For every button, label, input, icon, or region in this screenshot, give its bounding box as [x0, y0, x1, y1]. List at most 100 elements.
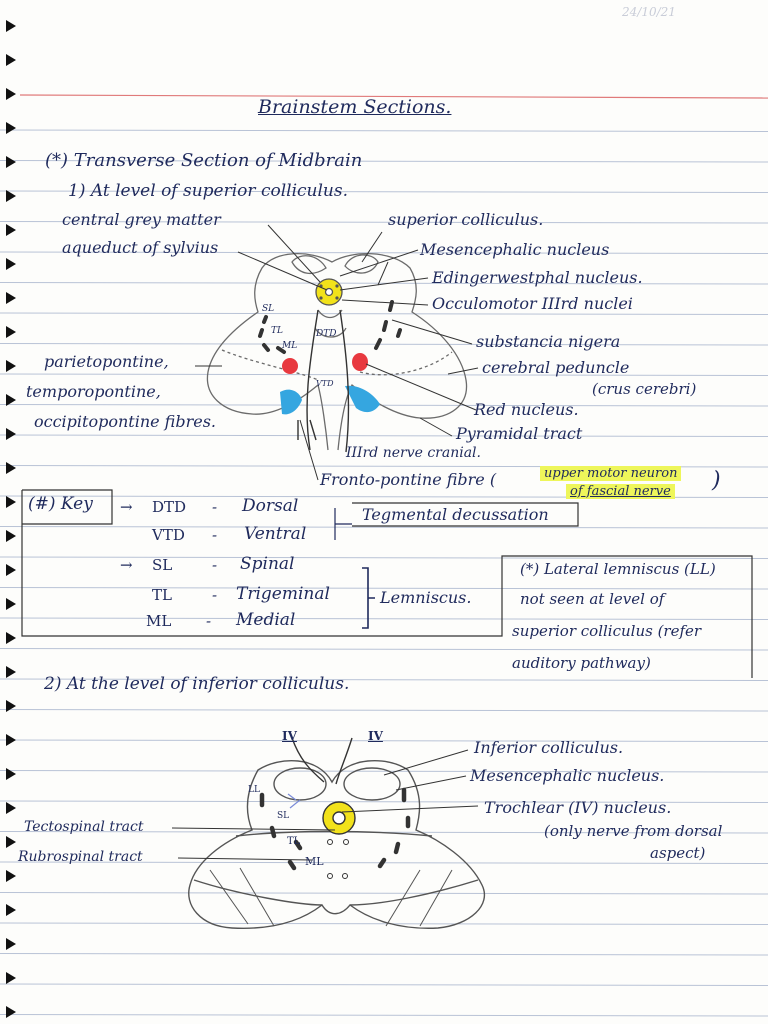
- label-iii-nerve-cranial: IIIrd nerve cranial.: [346, 445, 481, 461]
- key-row-abbr: DTD: [152, 498, 187, 516]
- key-row-abbr: SL: [152, 556, 173, 574]
- binding-hole: [6, 632, 16, 644]
- page-date: 24/10/21: [622, 5, 676, 19]
- key-row-term: Spinal: [240, 554, 295, 574]
- label-substancia-nigera: substancia nigera: [476, 332, 621, 351]
- pyramidal-tract-right: [345, 385, 380, 413]
- note-lateral-lemniscus-1: (*) Lateral lemniscus (LL): [520, 560, 716, 578]
- superior-colliculus-outline-right: [344, 254, 379, 274]
- binding-hole: [6, 462, 16, 474]
- label-red-nucleus: Red nucleus.: [474, 400, 579, 419]
- ruled-line: [0, 678, 768, 681]
- ruled-line: [0, 922, 768, 925]
- binding-hole: [6, 326, 16, 338]
- ruled-line: [0, 404, 768, 407]
- ruled-line: [0, 709, 768, 712]
- leader-lines-2: [171, 749, 479, 861]
- label-tectospinal-tract: Tectospinal tract: [24, 819, 144, 835]
- crus-segments-2: [209, 867, 453, 927]
- binding-hole: [6, 428, 16, 440]
- section-heading: (*) Transverse Section of Midbrain: [45, 150, 363, 171]
- inferior-colliculus-left: [273, 767, 327, 801]
- label-rubrospinal-tract: Rubrospinal tract: [18, 849, 143, 865]
- key-group-lemniscus: Lemniscus.: [380, 588, 472, 607]
- binding-hole: [6, 258, 16, 270]
- label-superior-colliculus: superior colliculus.: [388, 210, 544, 229]
- ruled-line: [0, 648, 768, 651]
- margin-line: [19, 94, 768, 99]
- ruled-line: [0, 282, 768, 285]
- ruled-line: [0, 343, 768, 346]
- crus-line-right: [359, 351, 453, 376]
- binding-hole: [6, 530, 16, 542]
- ruled-line: [0, 526, 768, 529]
- binding-hole: [6, 122, 16, 134]
- iii-nerve-fibres: [297, 309, 350, 453]
- ruled-line: [0, 617, 768, 620]
- key-row-dash: -: [212, 526, 218, 544]
- binding-hole: [6, 938, 16, 950]
- diagram2-inside-label-sl: SL: [277, 811, 290, 821]
- binding-hole: [6, 700, 16, 712]
- ruled-line: [0, 1014, 768, 1017]
- diagram1-inside-label-vtd: VTD: [316, 379, 334, 388]
- highlight-fascial-nerve: of fascial nerve: [566, 484, 675, 499]
- iv-nerve-right: [335, 737, 353, 785]
- label-temporopontine: temporopontine,: [26, 382, 161, 401]
- crus-outline-2: [193, 879, 479, 906]
- label-pyramidal-tract: Pyramidal tract: [456, 424, 583, 443]
- binding-hole: [6, 768, 16, 780]
- binding-hole: [6, 564, 16, 576]
- diagram2-inside-label-ll: LL: [248, 785, 260, 795]
- key-row-dash: -: [212, 498, 218, 516]
- ruled-line: [0, 434, 768, 437]
- label-occulomotor-nuclei: Occulomotor IIIrd nuclei: [432, 294, 633, 313]
- label-iv-right: IV: [368, 729, 383, 743]
- key-row-dash: -: [212, 556, 218, 574]
- leader-lines: [195, 224, 479, 481]
- label-iv-left: IV: [282, 729, 297, 743]
- binding-hole: [6, 292, 16, 304]
- binding-hole: [6, 734, 16, 746]
- red-nucleus-right: [352, 353, 368, 371]
- small-circles: [327, 839, 349, 879]
- midbrain-outline-2: [188, 759, 486, 930]
- ruled-line: [0, 312, 768, 315]
- ruled-line: [0, 221, 768, 224]
- diagram1-inside-label-tl: TL: [271, 326, 283, 336]
- label-cerebral-peduncle: cerebral peduncle: [482, 358, 630, 377]
- binding-hole: [6, 972, 16, 984]
- key-row-arrow: →: [120, 556, 133, 574]
- label-inferior-colliculus: Inferior colliculus.: [474, 738, 624, 757]
- key-group-tegmental-decussation: Tegmental decussation: [362, 505, 549, 524]
- binding-hole: [6, 666, 16, 678]
- key-row-abbr: VTD: [152, 526, 185, 544]
- key-row-arrow: →: [120, 498, 133, 516]
- label-trochlear-nucleus: Trochlear (IV) nucleus.: [484, 798, 672, 817]
- ruled-line: [0, 160, 768, 163]
- binding-hole: [6, 496, 16, 508]
- ruled-line: [0, 800, 768, 803]
- label-edingerwestphal-nucleus: Edingerwestphal nucleus.: [432, 268, 643, 287]
- superior-colliculus-outline: [291, 255, 327, 274]
- inferior-colliculus-right: [343, 767, 401, 801]
- diagram2-inside-label-ml: ML: [305, 855, 324, 868]
- crus-line-left: [221, 349, 319, 381]
- label-fronto-pontine-fibre: Fronto-pontine fibre (: [320, 470, 497, 489]
- diagram2-inside-label-tl: TL: [287, 836, 301, 847]
- label-aspect: aspect): [650, 844, 706, 862]
- label-mesencephalic-nucleus-2: Mesencephalic nucleus.: [470, 766, 665, 785]
- diagram1-inside-label-dtd: DTD: [316, 329, 337, 339]
- aqueduct-of-sylvius: [324, 287, 334, 297]
- ruled-line: [0, 129, 768, 132]
- substancia-nigera-dashes-right: [374, 300, 402, 350]
- page-title: Brainstem Sections.: [258, 96, 452, 118]
- label-parietopontine: parietopontine,: [44, 352, 169, 371]
- binding-hole: [6, 1006, 16, 1018]
- iv-nerve-left: [291, 737, 325, 783]
- binding-hole: [6, 870, 16, 882]
- key-row-abbr: TL: [152, 586, 172, 604]
- blue-marking: [287, 793, 301, 809]
